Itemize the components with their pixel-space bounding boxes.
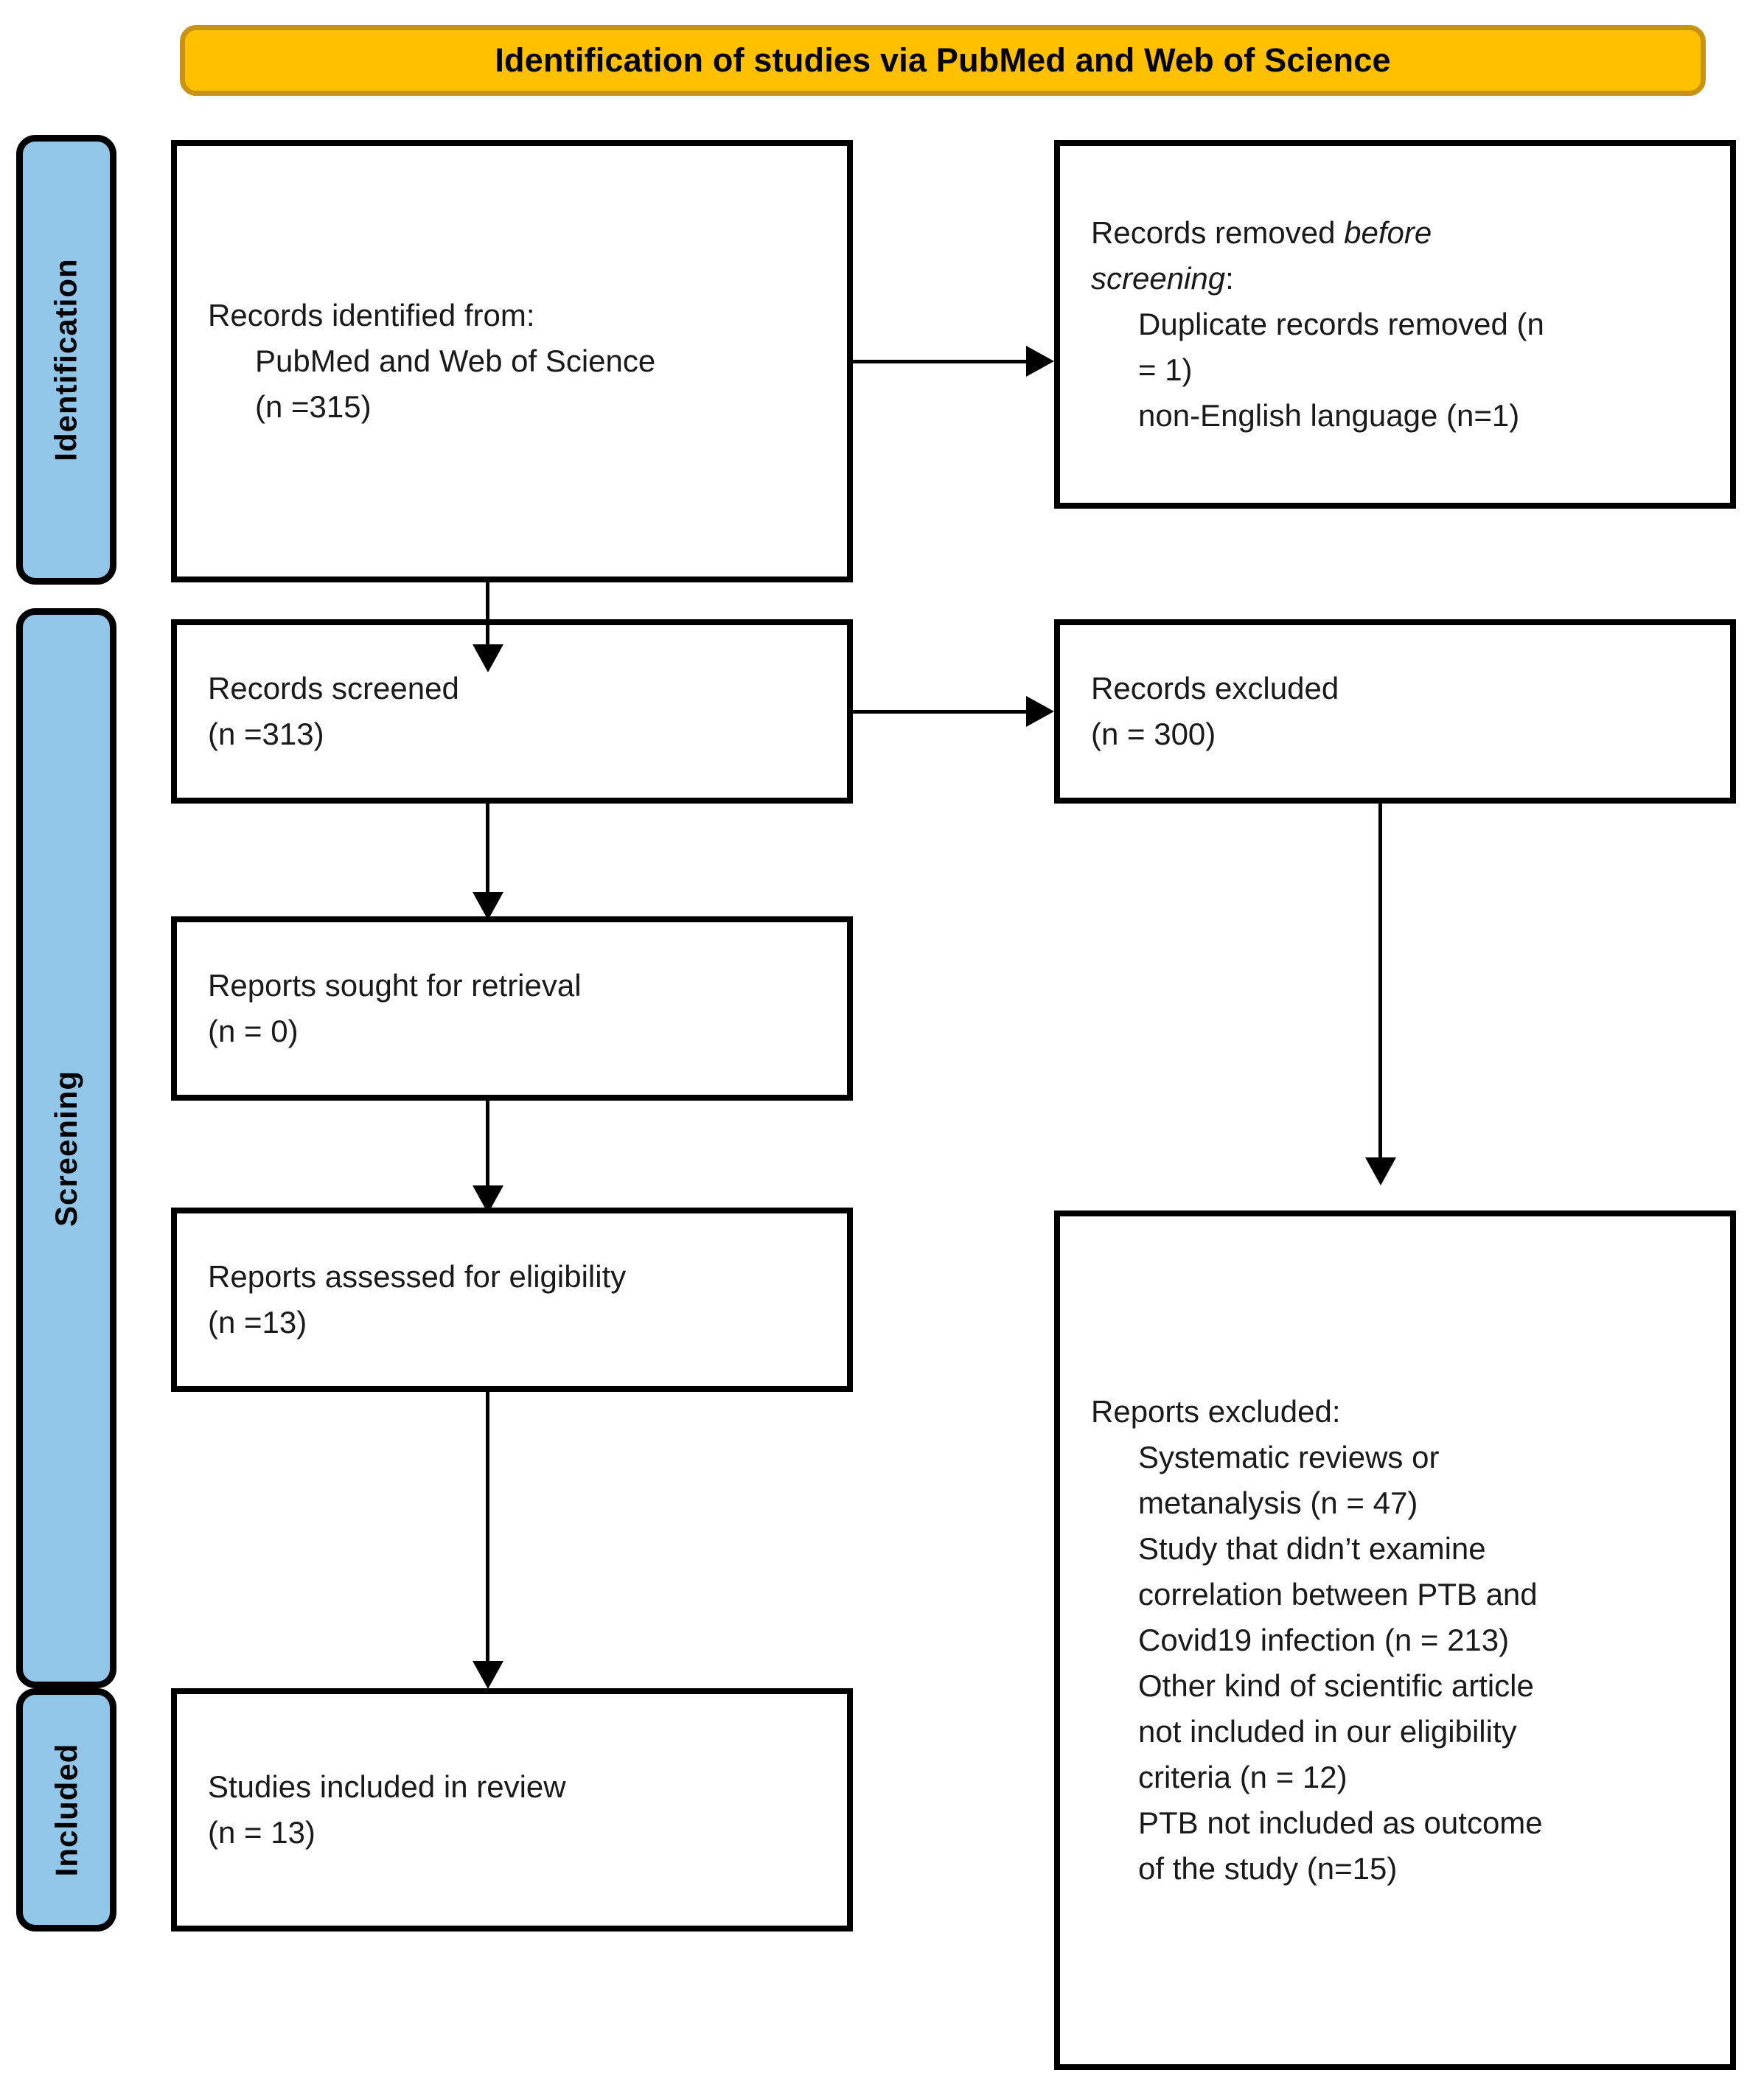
reports-assessed-line-2: (n =13)	[208, 1305, 307, 1340]
records-removed-line-2-plain: :	[1225, 261, 1234, 296]
records-removed-line-5: non-English language (n=1)	[1138, 398, 1520, 433]
arrowhead-identified-to-removed	[1026, 346, 1054, 377]
box-records-excluded: Records excluded (n = 300)	[1054, 619, 1736, 804]
stage-label-included: Included	[16, 1688, 116, 1931]
records-identified-line-3: (n =315)	[255, 389, 372, 424]
records-screened-line-2: (n =313)	[208, 717, 324, 751]
arrowhead-identified-to-screened	[473, 644, 503, 672]
studies-included-line-2: (n = 13)	[208, 1815, 316, 1850]
records-identified-line-1: Records identified from:	[208, 298, 535, 332]
records-identified-line-2: PubMed and Web of Science	[255, 344, 656, 378]
connector-records-excluded-to-reports-excluded	[1378, 804, 1382, 1157]
connector-screened-to-sought	[486, 804, 489, 892]
reports-sought-line-1: Reports sought for retrieval	[208, 968, 582, 1003]
connector-screened-to-excluded	[853, 710, 1026, 714]
box-reports-assessed-for-eligibility: Reports assessed for eligibility (n =13)	[171, 1208, 853, 1392]
reports-assessed-line-1: Reports assessed for eligibility	[208, 1259, 627, 1294]
connector-identified-to-removed	[853, 360, 1026, 363]
reports-excluded-line-10: PTB not included as outcome	[1138, 1805, 1543, 1840]
records-removed-line-1: Records removed before	[1091, 210, 1712, 256]
reports-excluded-line-4: Study that didn’t examine	[1138, 1531, 1486, 1566]
diagram-banner: Identification of studies via PubMed and…	[180, 25, 1706, 96]
connector-sought-to-assessed	[486, 1101, 489, 1185]
connector-identified-to-screened	[486, 582, 489, 644]
banner-title: Identification of studies via PubMed and…	[495, 41, 1391, 79]
records-removed-line-1-italic: before	[1344, 215, 1432, 250]
box-studies-included-in-review: Studies included in review (n = 13)	[171, 1688, 853, 1931]
records-removed-line-3: Duplicate records removed (n	[1138, 307, 1544, 341]
connector-assessed-to-studies-included	[486, 1392, 489, 1661]
box-records-identified: Records identified from: PubMed and Web …	[171, 140, 853, 582]
records-removed-line-2: screening:	[1091, 256, 1712, 302]
box-records-removed-before-screening: Records removed before screening: Duplic…	[1054, 140, 1736, 509]
arrowhead-screened-to-sought	[473, 892, 503, 920]
reports-excluded-line-3: metanalysis (n = 47)	[1138, 1485, 1418, 1520]
reports-excluded-line-2: Systematic reviews or	[1138, 1440, 1440, 1474]
records-screened-line-1: Records screened	[208, 671, 459, 706]
reports-sought-line-2: (n = 0)	[208, 1014, 299, 1048]
stage-label-screening: Screening	[16, 608, 116, 1688]
stage-label-identification: Identification	[16, 135, 116, 585]
reports-excluded-line-6: Covid19 infection (n = 213)	[1138, 1623, 1510, 1657]
records-removed-line-4: = 1)	[1138, 352, 1193, 387]
reports-excluded-line-7: Other kind of scientific article	[1138, 1668, 1534, 1703]
studies-included-line-1: Studies included in review	[208, 1769, 566, 1804]
box-reports-sought-for-retrieval: Reports sought for retrieval (n = 0)	[171, 916, 853, 1101]
arrowhead-sought-to-assessed	[473, 1185, 503, 1213]
reports-excluded-line-1: Reports excluded:	[1091, 1394, 1341, 1429]
reports-excluded-line-9: criteria (n = 12)	[1138, 1760, 1348, 1794]
reports-excluded-line-11: of the study (n=15)	[1138, 1851, 1398, 1886]
records-removed-line-1-plain: Records removed	[1091, 215, 1345, 250]
reports-excluded-line-5: correlation between PTB and	[1138, 1577, 1538, 1612]
box-records-screened: Records screened (n =313)	[171, 619, 853, 804]
arrowhead-screened-to-excluded	[1026, 696, 1054, 727]
reports-excluded-line-8: not included in our eligibility	[1138, 1714, 1517, 1749]
records-excluded-line-2: (n = 300)	[1091, 717, 1216, 751]
stage-label-screening-text: Screening	[49, 1070, 84, 1227]
arrowhead-records-excluded-to-reports-excluded	[1365, 1157, 1396, 1185]
arrowhead-assessed-to-studies-included	[473, 1661, 503, 1689]
records-excluded-line-1: Records excluded	[1091, 671, 1339, 706]
stage-label-included-text: Included	[49, 1743, 83, 1877]
stage-label-identification-text: Identification	[49, 258, 83, 461]
records-removed-line-2-italic: screening	[1091, 261, 1226, 296]
box-reports-excluded: Reports excluded: Systematic reviews or …	[1054, 1211, 1736, 2070]
